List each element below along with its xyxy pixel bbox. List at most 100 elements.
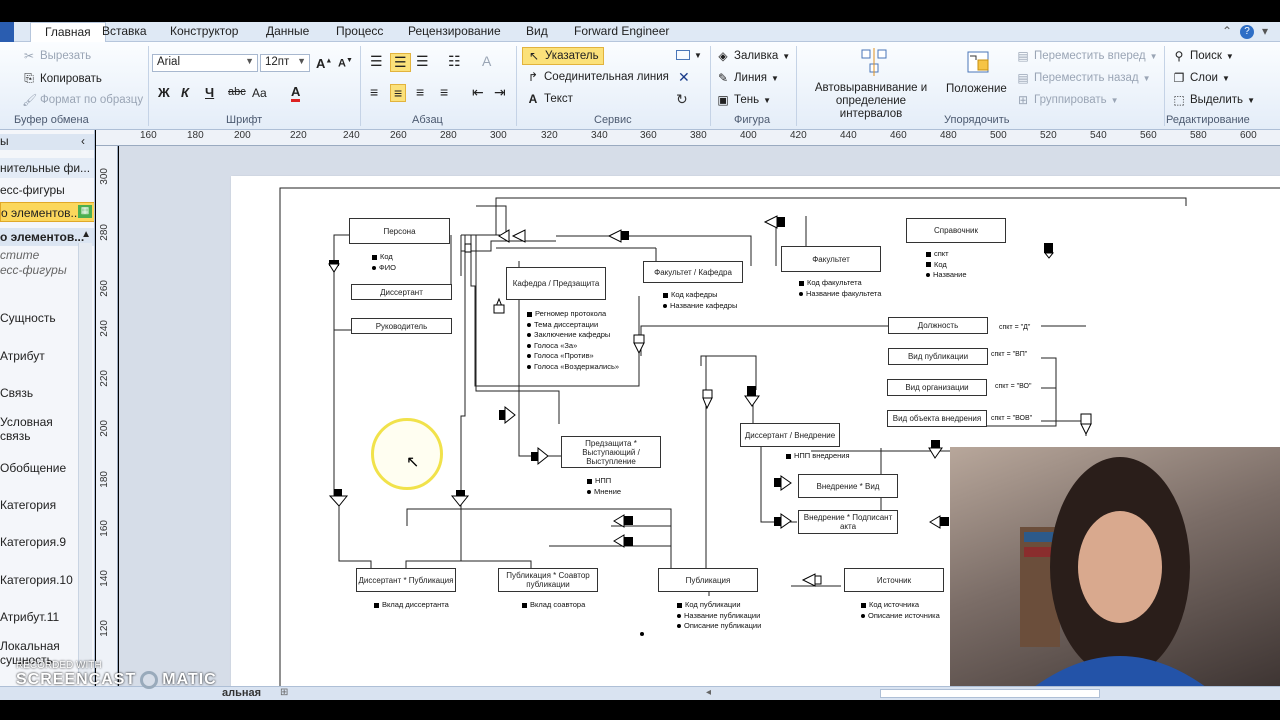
entity-publikaciya[interactable]: Публикация: [658, 568, 758, 592]
entity-predzashita[interactable]: Предзащита * Выступающий / Выступление: [561, 436, 661, 468]
shape-attribute-11[interactable]: Атрибут.11: [0, 610, 60, 624]
increase-indent-icon[interactable]: ⇥: [494, 84, 506, 100]
position-button[interactable]: Положение: [946, 83, 1007, 95]
shape-conditional-relationship[interactable]: Условная связь: [0, 415, 53, 443]
entity-vnedrenie-podpisant[interactable]: Внедрение * Подписант акта: [798, 510, 898, 534]
group-divider: [148, 46, 149, 126]
more-icon[interactable]: ▾: [1262, 24, 1269, 38]
align-left-icon[interactable]: ≡: [370, 84, 379, 100]
entity-vnedrenie-vid[interactable]: Внедрение * Вид: [798, 474, 898, 498]
shape-attribute[interactable]: Атрибут: [0, 349, 45, 363]
copy-button[interactable]: ⎘Копировать: [22, 71, 102, 86]
align-right-icon[interactable]: ≡: [416, 84, 425, 100]
scroll-left-icon[interactable]: ◂: [706, 687, 712, 698]
entity-rukovoditel[interactable]: Руководитель: [351, 318, 452, 334]
tab-insert[interactable]: Вставка: [102, 24, 147, 38]
shape-category-9[interactable]: Категория.9: [0, 535, 67, 549]
change-case-button[interactable]: Aa: [252, 86, 267, 100]
entity-vid-obekta[interactable]: Вид объекта внедрения: [887, 410, 987, 427]
bold-button[interactable]: Ж: [158, 85, 170, 100]
grow-font-icon[interactable]: A▲: [316, 56, 333, 71]
align-center-icon[interactable]: ≡: [390, 84, 407, 102]
shadow-button[interactable]: ▣Тень▼: [717, 93, 772, 107]
auto-align-button[interactable]: Автовыравнивание и определение интервало…: [814, 82, 928, 120]
shrink-font-icon[interactable]: A▼: [338, 57, 353, 70]
tab-design[interactable]: Конструктор: [170, 24, 239, 38]
publikaciya-attributes: Код публикации Название публикации Описа…: [677, 600, 761, 632]
select-button[interactable]: ⬚Выделить▼: [1173, 93, 1255, 107]
stencil-item[interactable]: нительные фи...: [0, 158, 94, 178]
horizontal-scrollbar[interactable]: [880, 689, 1100, 698]
align-bottom-icon[interactable]: ☰: [416, 53, 429, 69]
font-family-select[interactable]: Arial▼: [152, 54, 258, 72]
shape-style-button[interactable]: ▼: [676, 50, 702, 60]
entity-kafedra-predzashita[interactable]: Кафедра / Предзащита: [506, 267, 606, 300]
shape-generalization[interactable]: Обобщение: [0, 461, 67, 475]
shape-category[interactable]: Категория: [0, 498, 57, 512]
text-direction-icon[interactable]: A: [482, 53, 492, 69]
decrease-indent-icon[interactable]: ⇤: [472, 84, 484, 100]
bring-forward-button[interactable]: ▤Переместить вперед▼: [1017, 49, 1158, 63]
stencil-section-header[interactable]: о элементов...▲: [0, 228, 94, 246]
shapes-scrollbar[interactable]: [78, 243, 92, 683]
auto-align-icon[interactable]: [860, 48, 888, 76]
pointer-tool-button[interactable]: ↖Указатель: [522, 47, 604, 65]
tab-view[interactable]: Вид: [526, 24, 548, 38]
minimize-ribbon-icon[interactable]: ⌃: [1222, 24, 1233, 38]
help-icon[interactable]: ?: [1240, 25, 1254, 39]
stencil-item[interactable]: есс-фигуры: [0, 183, 65, 197]
entity-vid-organizacii[interactable]: Вид организации: [887, 379, 987, 396]
entity-spravochnik[interactable]: Справочник: [906, 218, 1006, 243]
rotate-icon[interactable]: ↻: [676, 91, 688, 107]
shape-relationship[interactable]: Связь: [0, 386, 34, 400]
insert-page-icon[interactable]: ⊞: [280, 687, 289, 698]
connector-tool-button[interactable]: ↱Соединительная линия: [527, 70, 669, 84]
entity-dolzhnost[interactable]: Должность: [888, 317, 988, 334]
close-icon[interactable]: ✕: [678, 69, 690, 85]
send-backward-button[interactable]: ▤Переместить назад▼: [1017, 71, 1151, 85]
justify-icon[interactable]: ≡: [440, 84, 449, 100]
font-size-select[interactable]: 12пт▼: [260, 54, 310, 72]
drawing-canvas[interactable]: 0 Персона Код ФИО Диссертант Руководител…: [119, 146, 1280, 686]
tab-home[interactable]: Главная: [30, 22, 106, 42]
align-middle-icon[interactable]: ☰: [390, 53, 411, 72]
entity-vid-publikacii[interactable]: Вид публикации: [888, 348, 988, 365]
group-button[interactable]: ⊞Группировать▼: [1017, 93, 1119, 107]
entity-fakultet[interactable]: Факультет: [781, 246, 881, 272]
position-icon[interactable]: [964, 48, 992, 76]
istochnik-attributes: Код источника Описание источника: [861, 600, 940, 621]
find-button[interactable]: ⚲Поиск▼: [1172, 49, 1234, 63]
strikethrough-button[interactable]: abc: [228, 86, 246, 98]
chevron-left-icon[interactable]: ‹: [81, 134, 85, 148]
stencil-item-active[interactable]: о элементов...▦: [0, 202, 94, 222]
cut-button[interactable]: ✂Вырезать: [23, 49, 92, 63]
format-painter-button[interactable]: 🖌Формат по образцу: [22, 93, 144, 107]
font-color-button[interactable]: A: [291, 84, 301, 102]
chevron-down-icon: ▼: [1221, 73, 1230, 83]
shape-local-entity[interactable]: Локальная сущность: [0, 639, 60, 667]
underline-button[interactable]: Ч: [205, 85, 215, 100]
layers-button[interactable]: ❐Слои▼: [1173, 71, 1230, 85]
tab-process[interactable]: Процесс: [336, 24, 384, 38]
entity-persona[interactable]: Персона: [349, 218, 450, 244]
shape-entity[interactable]: Сущность: [0, 311, 56, 325]
shape-category-10[interactable]: Категория.10: [0, 573, 73, 587]
tab-data[interactable]: Данные: [266, 24, 310, 38]
italic-button[interactable]: К: [181, 85, 189, 100]
persona-attributes: Код ФИО: [372, 252, 396, 273]
align-top-icon[interactable]: ☰: [370, 53, 383, 69]
fill-button[interactable]: ◈Заливка▼: [716, 49, 790, 63]
bullets-icon[interactable]: ☷: [448, 53, 461, 69]
entity-dissertant-publikaciya[interactable]: Диссертант * Публикация: [356, 568, 456, 592]
file-tab[interactable]: [0, 22, 14, 42]
entity-publikaciya-soavtor[interactable]: Публикация * Соавтор публикации: [498, 568, 598, 592]
entity-fakultet-kafedra[interactable]: Факультет / Кафедра: [643, 261, 743, 283]
tab-review[interactable]: Рецензирование: [408, 24, 501, 38]
page-tab[interactable]: альная: [222, 687, 262, 699]
line-button[interactable]: ✎Линия▼: [717, 71, 779, 85]
entity-istochnik[interactable]: Источник: [844, 568, 944, 592]
tab-forward-engineer[interactable]: Forward Engineer: [574, 24, 670, 38]
entity-dissertant-vnedrenie[interactable]: Диссертант / Внедрение: [740, 423, 840, 447]
entity-dissertant[interactable]: Диссертант: [351, 284, 452, 300]
